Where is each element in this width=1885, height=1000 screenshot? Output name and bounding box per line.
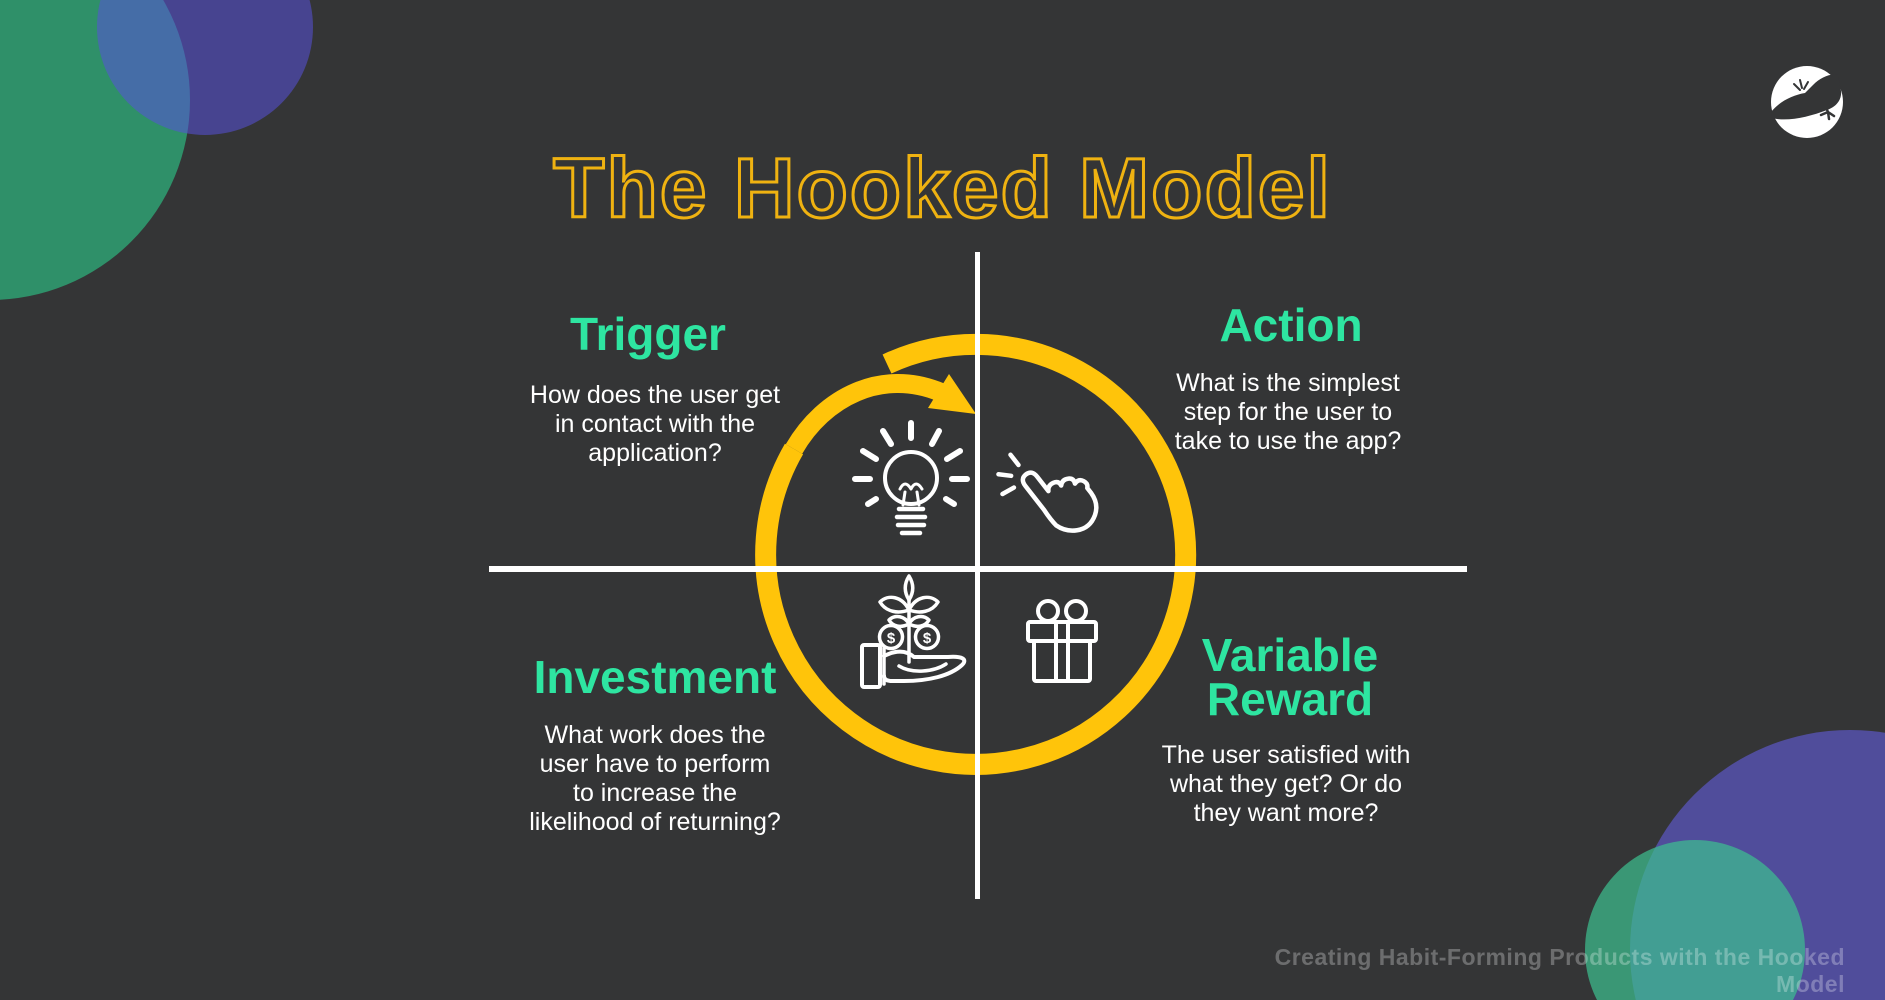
vertical-divider-line bbox=[975, 252, 980, 899]
lizard-logo-icon bbox=[1771, 66, 1843, 138]
trigger-description: How does the user get in contact with th… bbox=[529, 381, 781, 467]
action-description: What is the simplest step for the user t… bbox=[1174, 369, 1402, 455]
gift-icon bbox=[1026, 599, 1098, 683]
variable-reward-heading: Variable Reward bbox=[1201, 629, 1379, 726]
coin-dollar-symbol: $ bbox=[887, 630, 896, 647]
footer-caption: Creating Habit-Forming Products with the… bbox=[1274, 944, 1845, 997]
action-heading: Action bbox=[1219, 299, 1363, 351]
investment-heading: Investment bbox=[533, 651, 777, 703]
investment-description: What work does the user have to perform … bbox=[529, 721, 781, 836]
page-title: The Hooked Model bbox=[552, 140, 1332, 237]
click-hand-icon bbox=[996, 452, 1099, 533]
hand-plant-coins-icon: $ $ bbox=[860, 574, 967, 689]
cycle-arrowhead-icon bbox=[928, 374, 976, 414]
coin-dollar-symbol: $ bbox=[923, 630, 932, 647]
cycle-circle-stroke bbox=[755, 333, 1197, 775]
lightbulb-icon bbox=[852, 420, 970, 536]
cycle-arrow bbox=[755, 333, 1197, 775]
trigger-heading: Trigger bbox=[570, 308, 726, 360]
horizontal-divider-line bbox=[489, 566, 1467, 572]
cycle-spiral-tail bbox=[785, 374, 944, 454]
variable-reward-description: The user satisfied with what they get? O… bbox=[1161, 741, 1411, 827]
